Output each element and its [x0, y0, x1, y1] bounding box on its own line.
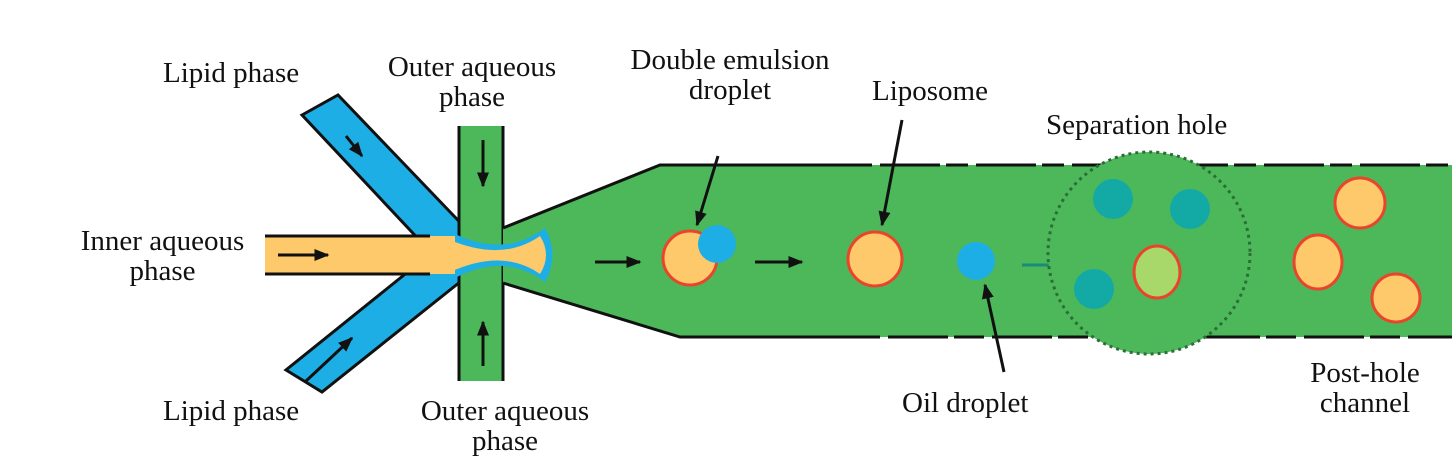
post-hole-liposomes: [1292, 176, 1422, 324]
oil-droplet: [957, 242, 995, 280]
label-inner-aqueous: Inner aqueous phase: [80, 225, 245, 287]
double-emulsion-droplet: [661, 225, 736, 287]
label-double-emulsion: Double emulsion droplet: [630, 44, 830, 106]
label-separation-hole: Separation hole: [1046, 109, 1228, 141]
label-post-hole-channel: Post-hole channel: [1310, 357, 1420, 419]
label-lipid-phase-top: Lipid phase: [163, 57, 300, 89]
separation-hole: [1046, 150, 1252, 356]
liposome: [846, 230, 904, 288]
label-outer-aqueous-top: Outer aqueous phase: [387, 51, 557, 113]
junction-neck: [450, 228, 553, 282]
pointer-lines: [695, 119, 1006, 373]
label-outer-aqueous-bottom: Outer aqueous phase: [420, 395, 590, 457]
label-liposome: Liposome: [872, 75, 988, 107]
label-oil-droplet: Oil droplet: [902, 387, 1029, 419]
label-lipid-phase-bottom: Lipid phase: [163, 395, 300, 427]
